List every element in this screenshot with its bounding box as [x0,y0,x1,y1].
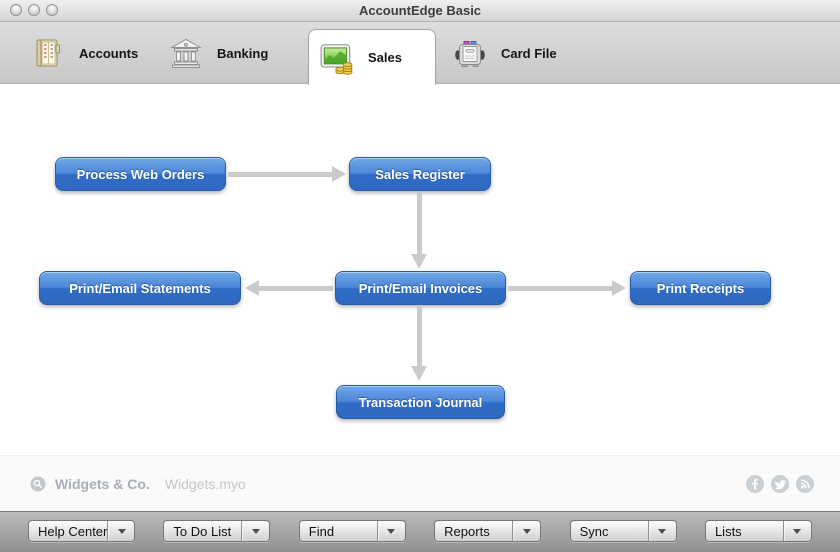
close-button[interactable] [10,4,22,16]
dropdown-arrow-icon[interactable] [107,521,134,541]
ledger-icon [30,35,66,71]
sales-flowchart: Process Web Orders Sales Register Print/… [0,84,840,455]
rss-icon[interactable] [796,474,814,493]
file-name: Widgets.myo [164,475,246,492]
tab-bar: Accounts Banking [0,22,840,85]
search-circle-icon [30,476,46,492]
button-label: Reports [444,523,490,539]
dropdown-arrow-icon[interactable] [241,521,269,541]
dropdown-arrow-icon[interactable] [512,521,540,541]
dropdown-arrow-icon[interactable] [782,521,811,541]
button-label: Help Center [38,523,108,539]
sync-button[interactable]: Sync [569,520,677,542]
window-controls [10,4,58,16]
reports-button[interactable]: Reports [434,520,542,542]
button-label: Sync [579,523,609,539]
rolodex-icon [452,35,488,71]
bank-icon [168,35,204,71]
dropdown-arrow-icon[interactable] [376,521,405,541]
tab-banking[interactable]: Banking [168,22,288,84]
button-label: Find [308,523,335,539]
sales-register-button[interactable]: Sales Register [349,157,491,191]
tab-label-accounts: Accounts [79,45,139,61]
window-title: AccountEdge Basic [358,3,482,18]
process-web-orders-button[interactable]: Process Web Orders [55,157,226,191]
status-footer: Widgets & Co. Widgets.myo [0,455,840,511]
tab-sales[interactable]: Sales [308,29,436,85]
print-email-statements-button[interactable]: Print/Email Statements [39,271,241,305]
minimize-button[interactable] [28,4,40,16]
social-links [746,474,814,493]
facebook-icon[interactable] [746,474,764,493]
tab-label-sales: Sales [368,50,402,65]
print-receipts-button[interactable]: Print Receipts [630,271,771,305]
tab-card-file[interactable]: Card File [452,22,582,84]
find-button[interactable]: Find [298,520,406,542]
chart-coins-icon [319,40,355,76]
dropdown-arrow-icon[interactable] [647,521,676,541]
tab-accounts[interactable]: Accounts [30,22,158,84]
to-do-list-button[interactable]: To Do List [163,520,271,542]
company-name: Widgets & Co. [55,475,150,492]
titlebar: AccountEdge Basic [0,0,840,22]
help-center-button[interactable]: Help Center [28,520,135,542]
tab-label-banking: Banking [217,45,269,61]
lists-button[interactable]: Lists [704,520,812,542]
button-label: Lists [714,523,742,539]
button-label: To Do List [173,523,232,539]
bottom-toolbar: Help Center To Do List Find Reports Sync… [0,511,840,552]
twitter-icon[interactable] [771,474,789,493]
transaction-journal-button[interactable]: Transaction Journal [336,385,505,419]
zoom-button[interactable] [46,4,58,16]
company-info: Widgets & Co. Widgets.myo [30,476,246,492]
print-email-invoices-button[interactable]: Print/Email Invoices [335,271,506,305]
tab-label-card-file: Card File [501,45,557,61]
